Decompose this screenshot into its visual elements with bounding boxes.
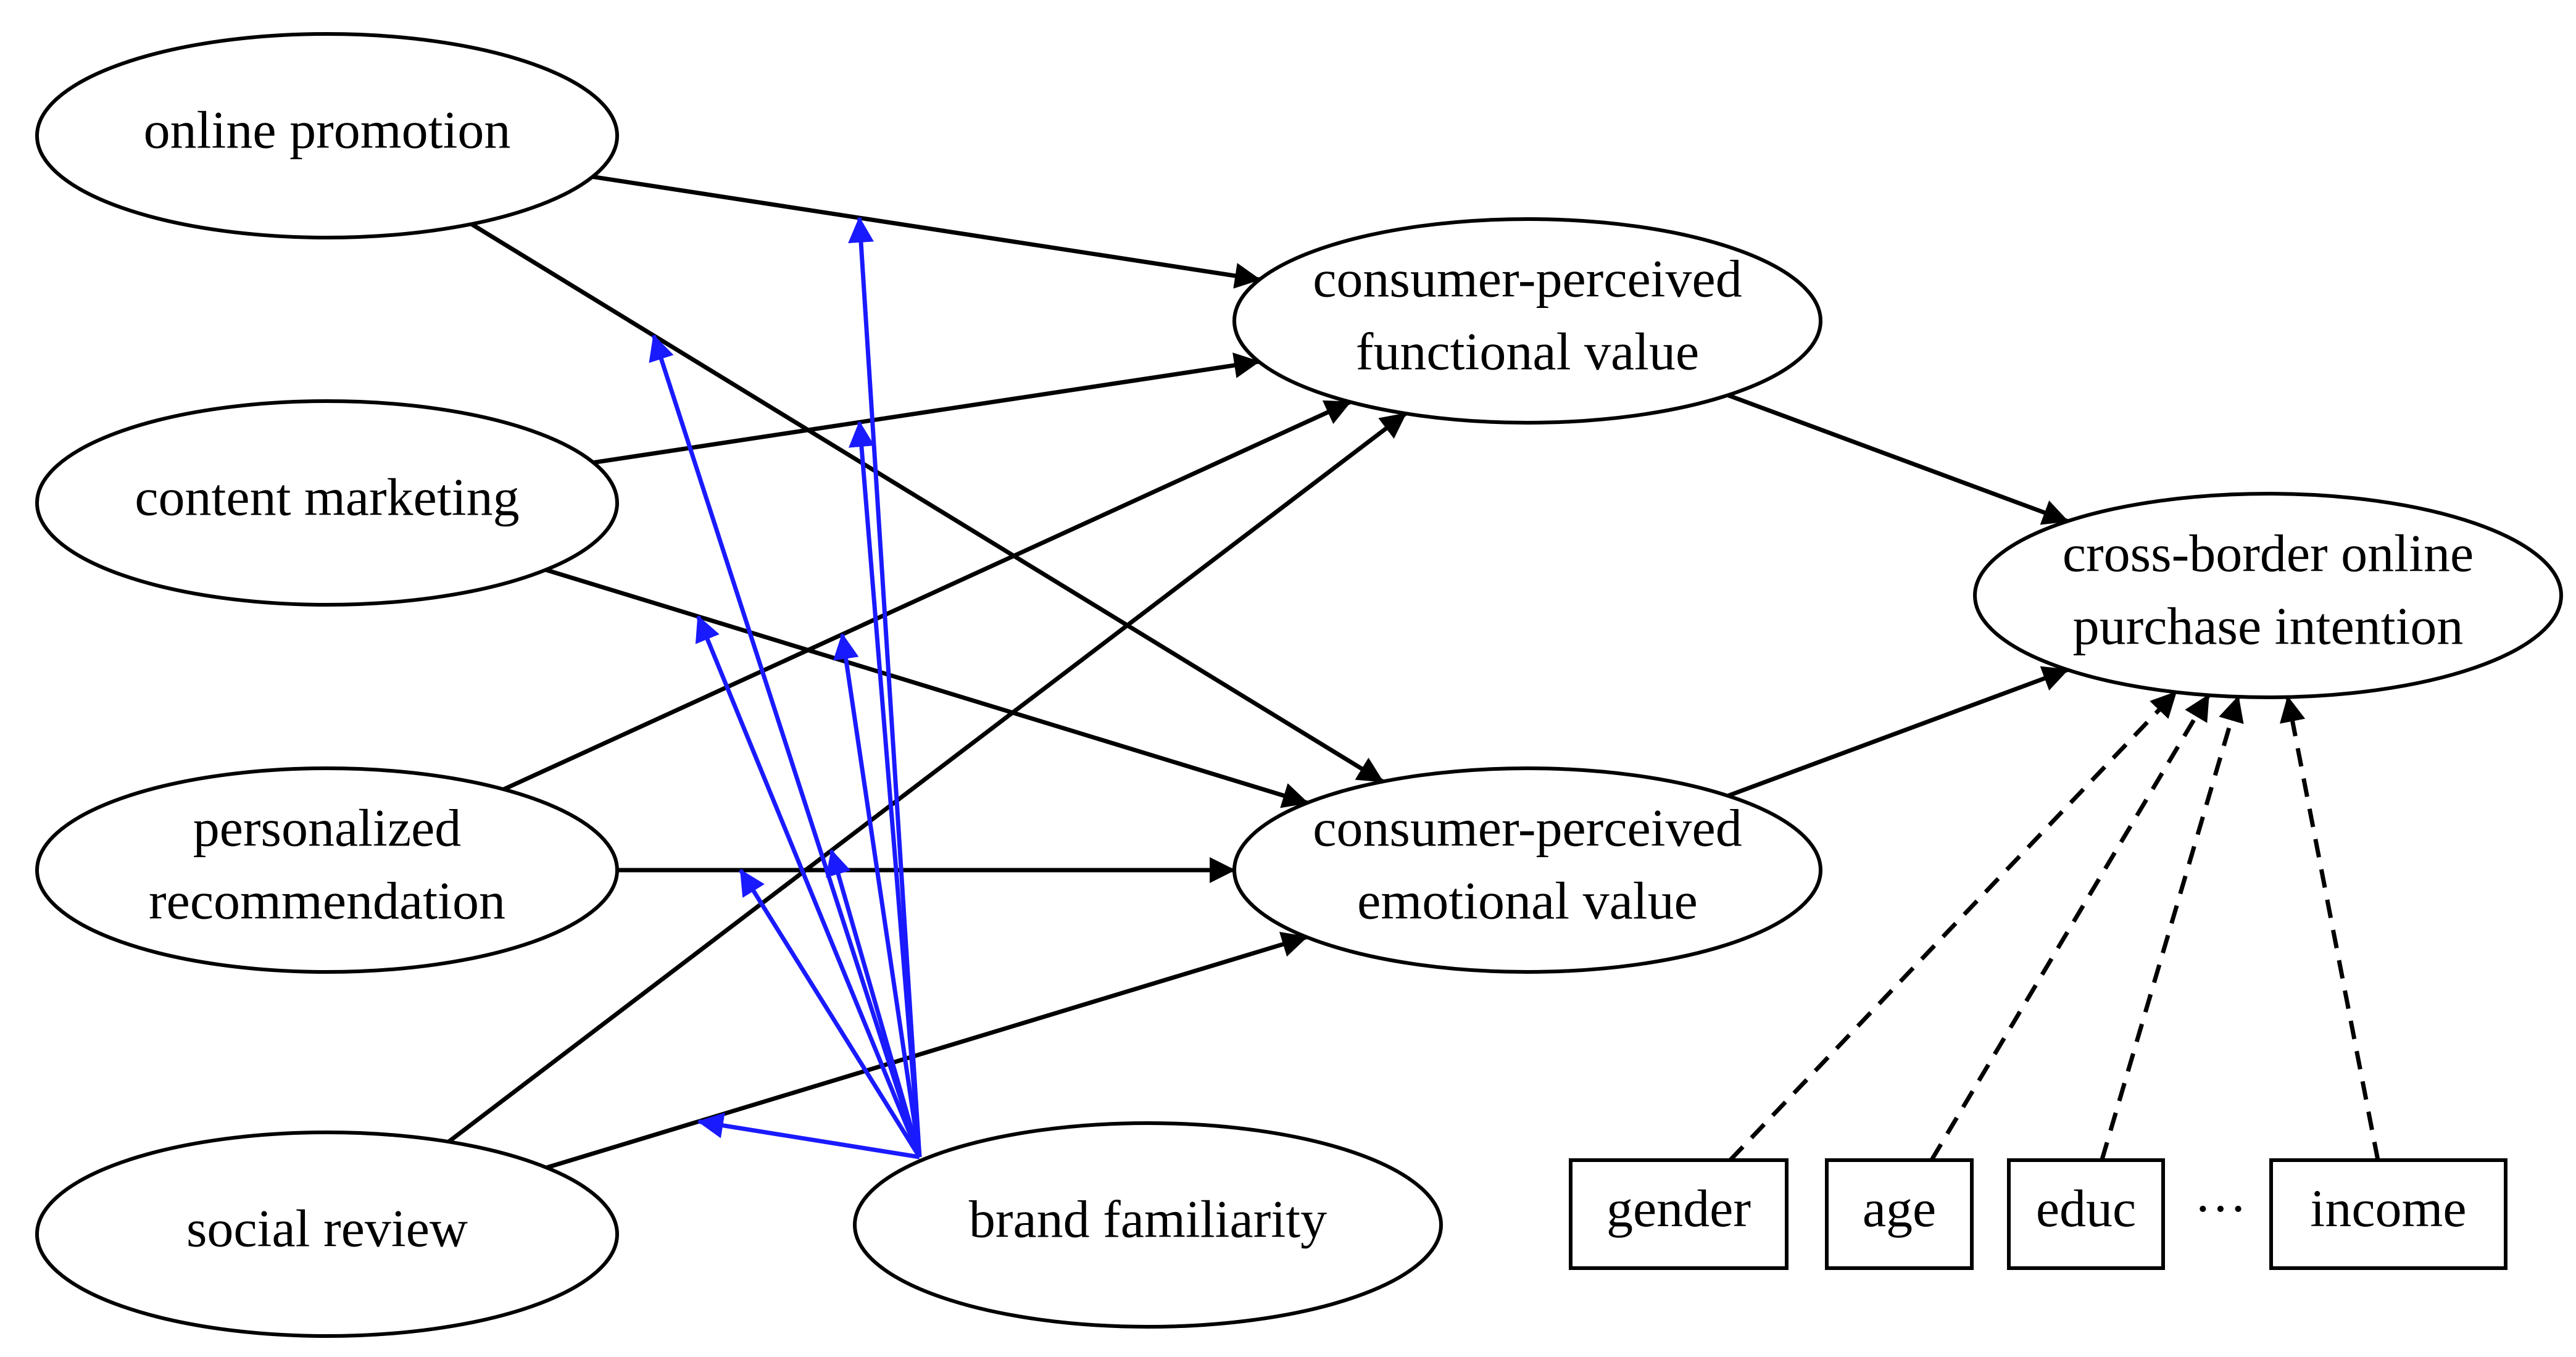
node-functional-value-label-1: consumer-perceived <box>1313 249 1742 309</box>
moderation-arrow-social-review-to-emotional-value <box>697 1113 920 1160</box>
node-ellipsis: ··· <box>2194 1179 2247 1239</box>
node-personalized-recommendation-label-2: recommendation <box>149 871 505 931</box>
node-personalized-recommendation-label-1: personalized <box>193 799 462 858</box>
node-educ-box <box>2007 1158 2165 1270</box>
node-emotional-value-ellipse <box>1232 766 1822 974</box>
edge-social-review-to-emotional-value <box>546 931 1308 1170</box>
edge-content-marketing-to-emotional-value <box>545 568 1309 808</box>
moderation-arrow-personalized-recommendation-to-functional-value <box>833 633 922 1158</box>
edge-functional-value-to-purchase-intention <box>1727 393 2069 525</box>
node-personalized-recommendation-ellipse <box>35 766 619 974</box>
node-income: income <box>2269 1158 2507 1270</box>
node-income-box <box>2269 1158 2507 1270</box>
edge-emotional-value-to-purchase-intention <box>1727 666 2069 798</box>
moderation-arrow-content-marketing-to-emotional-value <box>695 615 922 1158</box>
node-gender-box <box>1569 1158 1789 1270</box>
node-functional-value: consumer-perceived functional value <box>1232 217 1822 425</box>
node-purchase-intention: cross-border online purchase intention <box>1973 492 2563 699</box>
moderation-arrow-online-promotion-to-functional-value <box>848 216 922 1158</box>
moderation-arrow-personalized-recommendation-to-emotional-value <box>739 869 921 1158</box>
node-social-review-label-1: social review <box>186 1199 468 1258</box>
node-online-promotion: online promotion <box>35 32 619 239</box>
node-age-box <box>1825 1158 1974 1270</box>
node-purchase-intention-label-1: cross-border online <box>2063 524 2474 583</box>
node-emotional-value-label-1: consumer-perceived <box>1313 799 1742 858</box>
node-educ-label-1: educ <box>2036 1179 2136 1238</box>
moderation-arrow-content-marketing-to-functional-value <box>849 421 922 1158</box>
node-educ: educ <box>2007 1158 2165 1270</box>
edge-gender-to-purchase-intention <box>1728 691 2178 1162</box>
moderation-arrow-online-promotion-to-emotional-value <box>649 334 922 1158</box>
node-ellipsis-label-1: ··· <box>2194 1179 2247 1239</box>
node-brand-familiarity-ellipse <box>853 1121 1443 1329</box>
node-online-promotion-label-1: online promotion <box>144 101 511 160</box>
node-age-label-1: age <box>1863 1179 1936 1238</box>
node-income-label-1: income <box>2310 1179 2466 1238</box>
node-social-review-ellipse <box>35 1131 619 1338</box>
node-personalized-recommendation: personalized recommendation <box>35 766 619 974</box>
node-online-promotion-ellipse <box>35 32 619 239</box>
node-content-marketing-label-1: content marketing <box>135 468 519 527</box>
edge-online-promotion-to-emotional-value <box>470 222 1384 784</box>
node-social-review: social review <box>35 1131 619 1338</box>
node-content-marketing-ellipse <box>35 399 619 607</box>
edges-layer <box>447 174 2380 1170</box>
edge-online-promotion-to-functional-value <box>592 174 1261 289</box>
node-gender: gender <box>1569 1158 1789 1270</box>
node-content-marketing: content marketing <box>35 399 619 607</box>
node-brand-familiarity: brand familiarity <box>853 1121 1443 1329</box>
node-functional-value-label-2: functional value <box>1356 322 1699 381</box>
node-emotional-value-label-2: emotional value <box>1357 871 1698 931</box>
edge-social-review-to-functional-value <box>447 412 1407 1143</box>
node-brand-familiarity-label-1: brand familiarity <box>969 1190 1327 1249</box>
node-functional-value-ellipse <box>1232 217 1822 425</box>
node-purchase-intention-ellipse <box>1973 492 2563 699</box>
edge-age-to-purchase-intention <box>1929 694 2211 1161</box>
node-gender-label-1: gender <box>1606 1179 1751 1238</box>
edge-income-to-purchase-intention <box>2280 695 2380 1161</box>
node-age: age <box>1825 1158 1974 1270</box>
node-purchase-intention-label-2: purchase intention <box>2073 597 2464 656</box>
nodes-layer: online promotion content marketing persona… <box>35 32 2563 1338</box>
edge-personalized-recommendation-to-functional-value <box>502 400 1352 792</box>
node-emotional-value: consumer-perceived emotional value <box>1232 766 1822 974</box>
edge-educ-to-purchase-intention <box>2100 695 2244 1161</box>
edge-content-marketing-to-functional-value <box>592 352 1260 465</box>
